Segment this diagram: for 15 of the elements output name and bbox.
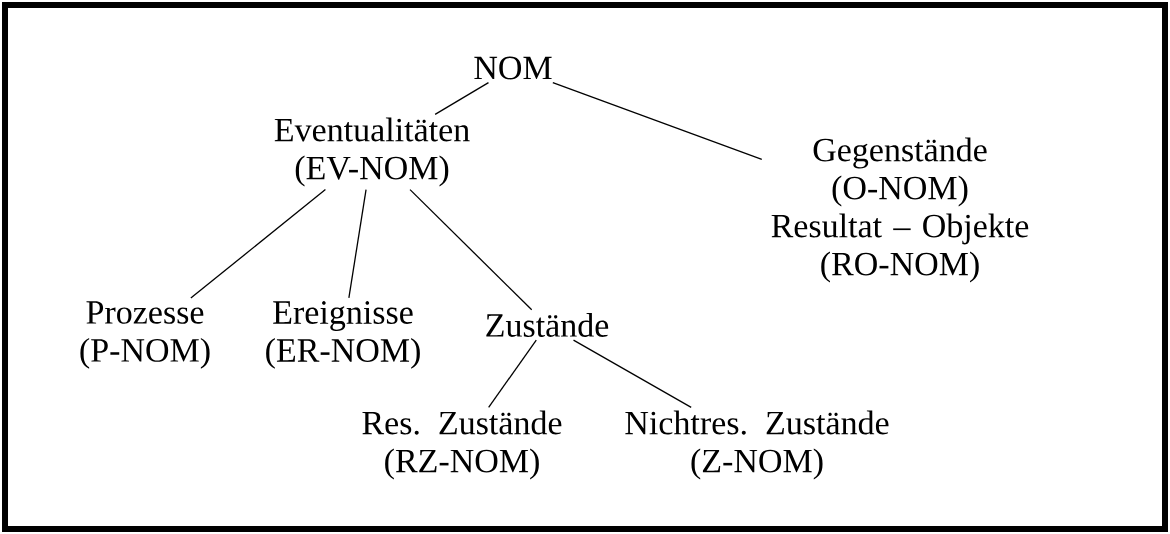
- tree-label: Eventualitäten (EV-NOM): [274, 117, 470, 187]
- tree-line: [552, 81, 763, 161]
- tree-label: Res. Zustände (RZ-NOM): [362, 410, 562, 480]
- tree-label: Prozesse (P-NOM): [80, 301, 210, 369]
- tree-label: Zustände: [486, 313, 609, 337]
- tree-line: [409, 188, 533, 311]
- tree-line: [572, 339, 692, 409]
- tree-line: [348, 188, 367, 299]
- tree-label: Ereignisse (ER-NOM): [266, 301, 420, 369]
- tree-label: Gegenstände (O-NOM) Resultat – Objekte (RO-NOM): [771, 137, 1029, 283]
- tree-label: Nichtres. Zustände (Z-NOM): [625, 410, 889, 480]
- tree-line: [190, 188, 327, 299]
- tree-line: [488, 339, 537, 409]
- tree-label: NOM: [474, 56, 552, 80]
- tree-line: [434, 81, 490, 116]
